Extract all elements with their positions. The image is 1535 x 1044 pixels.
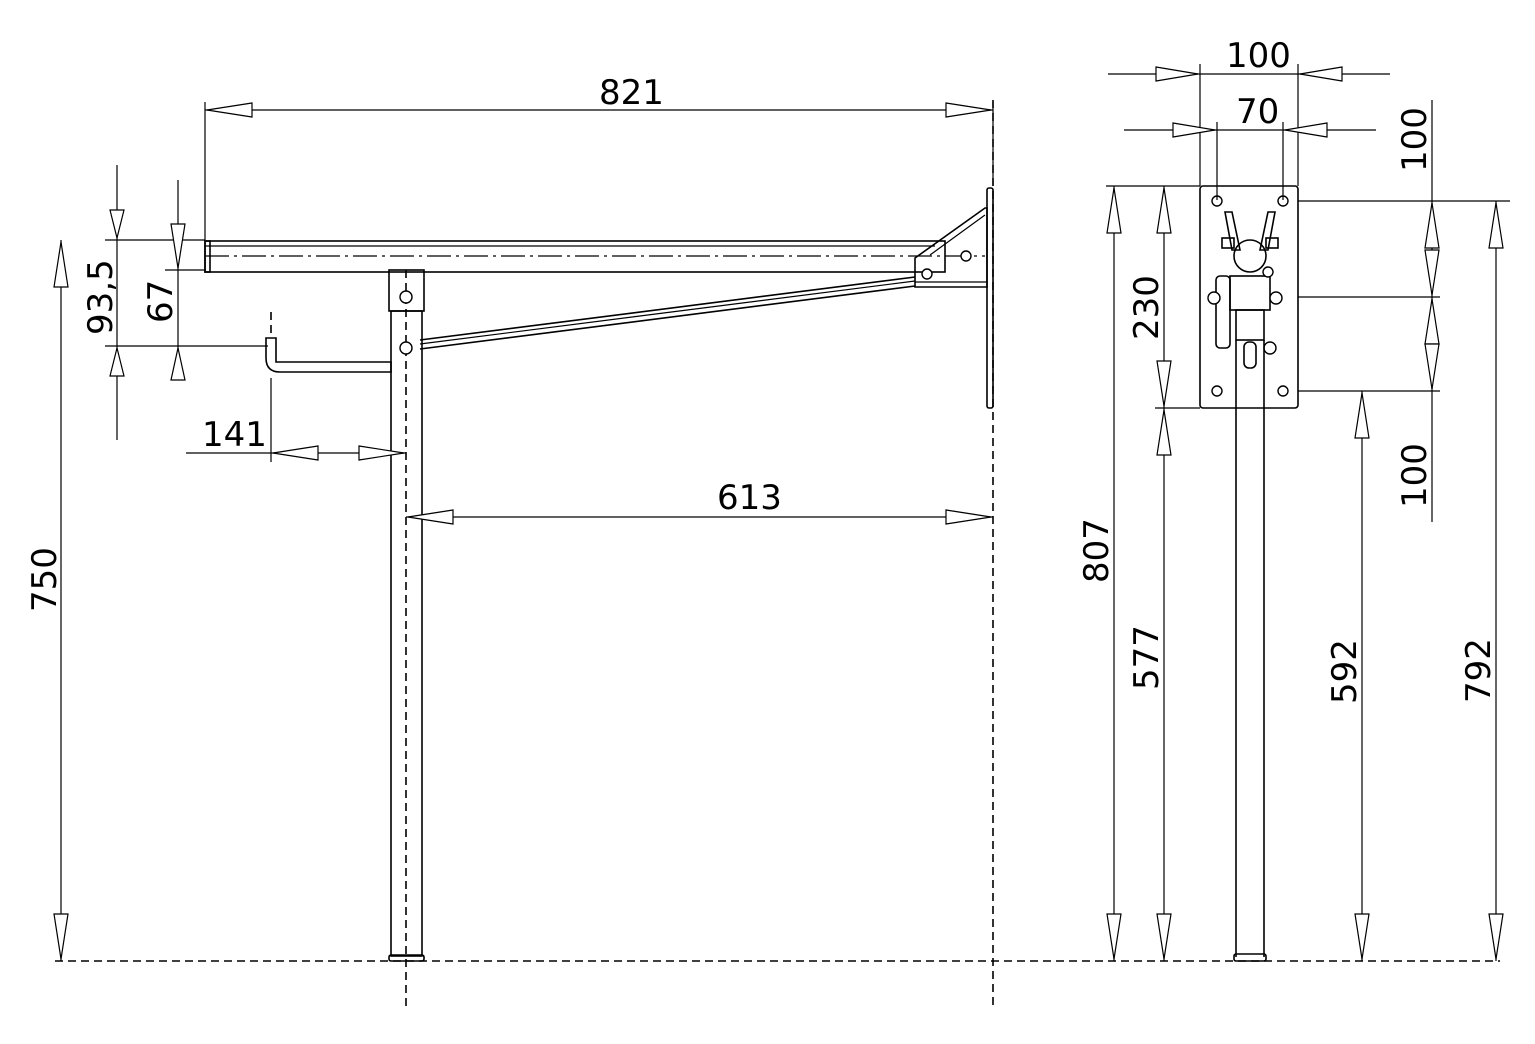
wall-bracket [914,187,994,409]
dim-bracket-offset: 67 [141,180,205,381]
horizontal-arm [204,240,985,273]
dim-height-label: 750 [25,547,65,612]
dim-top-margin-label: 100 [1395,107,1435,172]
dim-plate-bottom [1156,408,1172,961]
dim-bottom-margin-label: 100 [1395,443,1435,508]
dim-arm-length-label: 821 [599,73,664,113]
dim-hole-spacing: 70 [1124,92,1376,200]
vertical-leg [388,269,425,962]
dim-bracket-offset-label: 67 [141,280,181,323]
dim-hole-height-label: 592 [1325,639,1365,704]
dim-230-label: 230 [1127,275,1167,340]
dim-holder-offset: 141 [186,378,406,462]
dim-total-height: 807 [1077,186,1122,961]
dim-height: 750 [25,240,69,961]
dim-bottom-margin: 100 [1395,297,1440,522]
dim-total-height-label: 807 [1077,518,1117,583]
dim-plate-height-label: 577 [1127,625,1167,690]
holder-bracket [265,312,392,373]
dim-holder-offset-label: 141 [202,415,267,455]
dim-plate-width: 100 [1108,36,1390,186]
dim-leg-to-wall: 613 [406,478,993,525]
front-leg [1233,340,1267,962]
dim-hole-spacing-label: 70 [1236,92,1279,132]
dim-arm-offset-label: 93,5 [81,259,121,335]
diagonal-strut [419,276,916,350]
plate-hardware [1207,211,1283,369]
dim-plate-width-label: 100 [1226,36,1291,76]
dim-leg-to-wall-label: 613 [717,478,782,518]
dim-hole-height: 592 [1325,391,1370,961]
dim-plate-height: 577 [1127,186,1172,690]
dim-arm-offset: 93,5 [81,165,268,440]
side-view: 821 93,5 67 141 [25,73,1500,1008]
dim-top-hole: 792 [1459,201,1504,961]
dim-arm-length: 821 [204,73,994,240]
dim-top-hole-label: 792 [1459,638,1499,703]
front-view: 100 70 100 100 [1077,36,1510,962]
dim-top-margin: 100 [1395,100,1440,297]
